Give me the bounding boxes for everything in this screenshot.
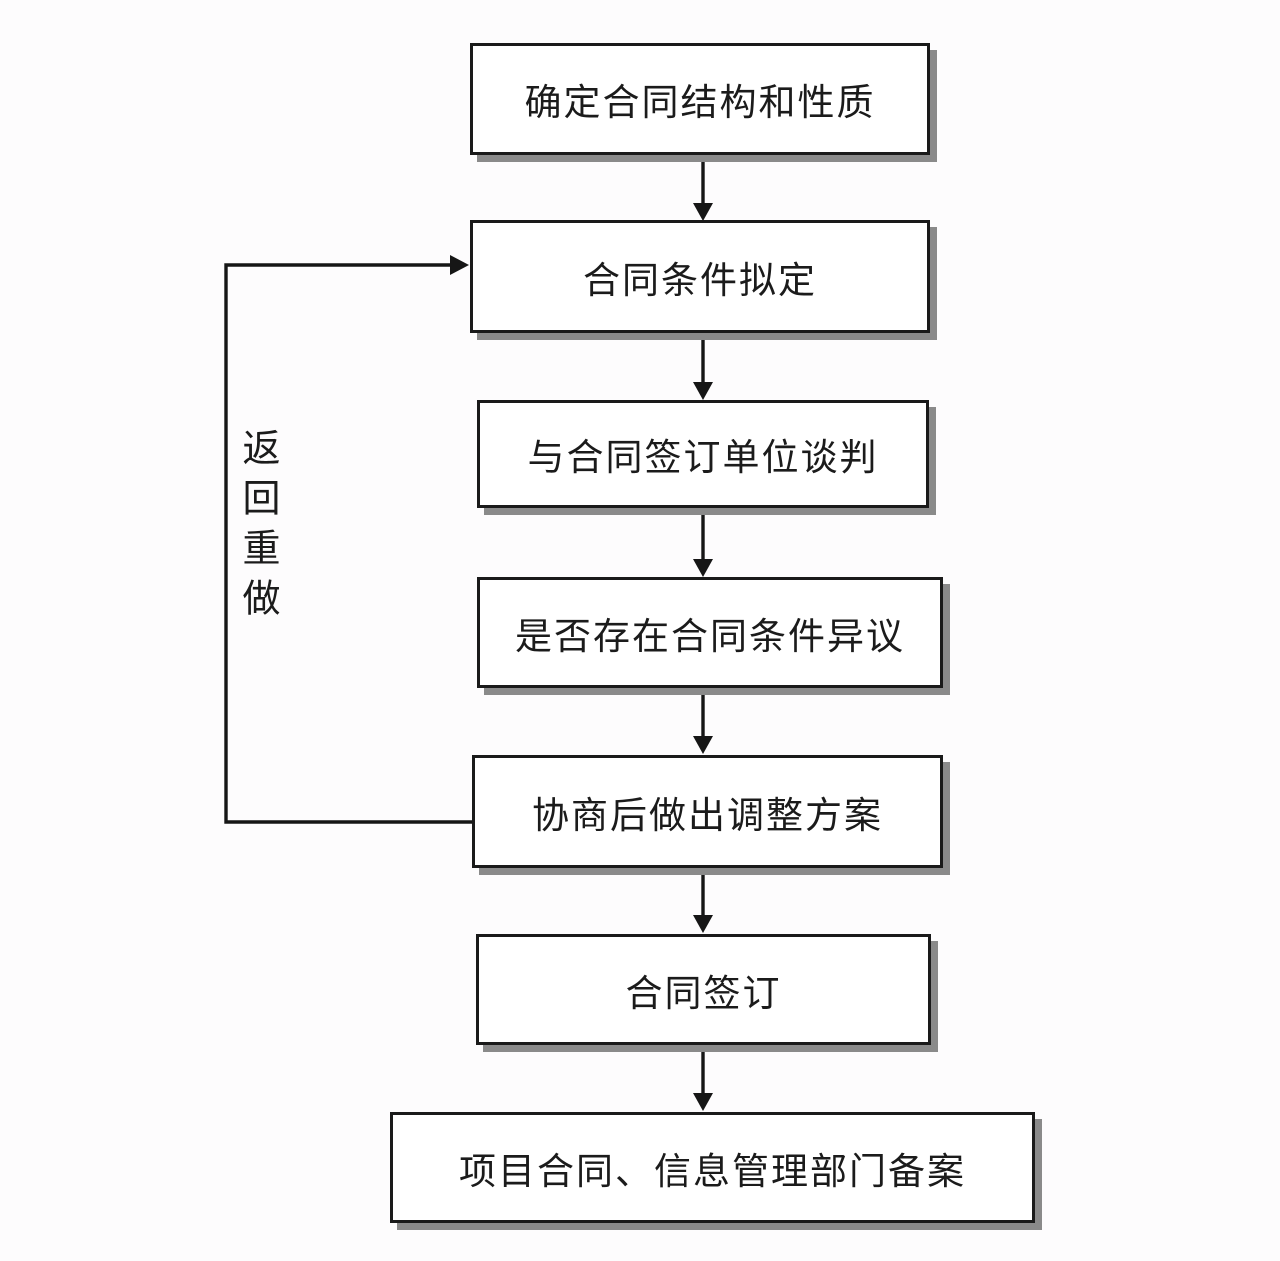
loopback-label: 返回重做 [236, 428, 278, 628]
flow-node-label: 协商后做出调整方案 [532, 795, 883, 837]
flow-node-filing: 项目合同、信息管理部门备案 [390, 1112, 1035, 1223]
arrow-down-6 [693, 1045, 713, 1111]
flow-node-draft-conditions: 合同条件拟定 [470, 220, 930, 333]
flow-node-label: 合同条件拟定 [583, 260, 817, 302]
flow-node-negotiate-with-signer: 与合同签订单位谈判 [477, 400, 929, 508]
flow-node-label: 合同签订 [625, 973, 782, 1015]
flow-node-label: 项目合同、信息管理部门备案 [459, 1151, 966, 1193]
flow-node-objection-check: 是否存在合同条件异议 [477, 577, 943, 688]
flow-node-label: 与合同签订单位谈判 [527, 438, 879, 479]
arrow-down-5 [693, 868, 713, 933]
flow-node-determine-structure: 确定合同结构和性质 [470, 43, 930, 155]
flow-node-label: 是否存在合同条件异议 [515, 616, 905, 658]
arrow-down-4 [693, 688, 713, 754]
flow-node-contract-signing: 合同签订 [476, 934, 931, 1045]
flow-node-label: 确定合同结构和性质 [524, 83, 876, 124]
arrow-down-1 [693, 155, 713, 221]
loopback-connector [224, 255, 472, 824]
arrow-down-2 [693, 333, 713, 400]
flow-node-adjustment-plan: 协商后做出调整方案 [472, 755, 943, 868]
arrow-down-3 [693, 508, 713, 577]
